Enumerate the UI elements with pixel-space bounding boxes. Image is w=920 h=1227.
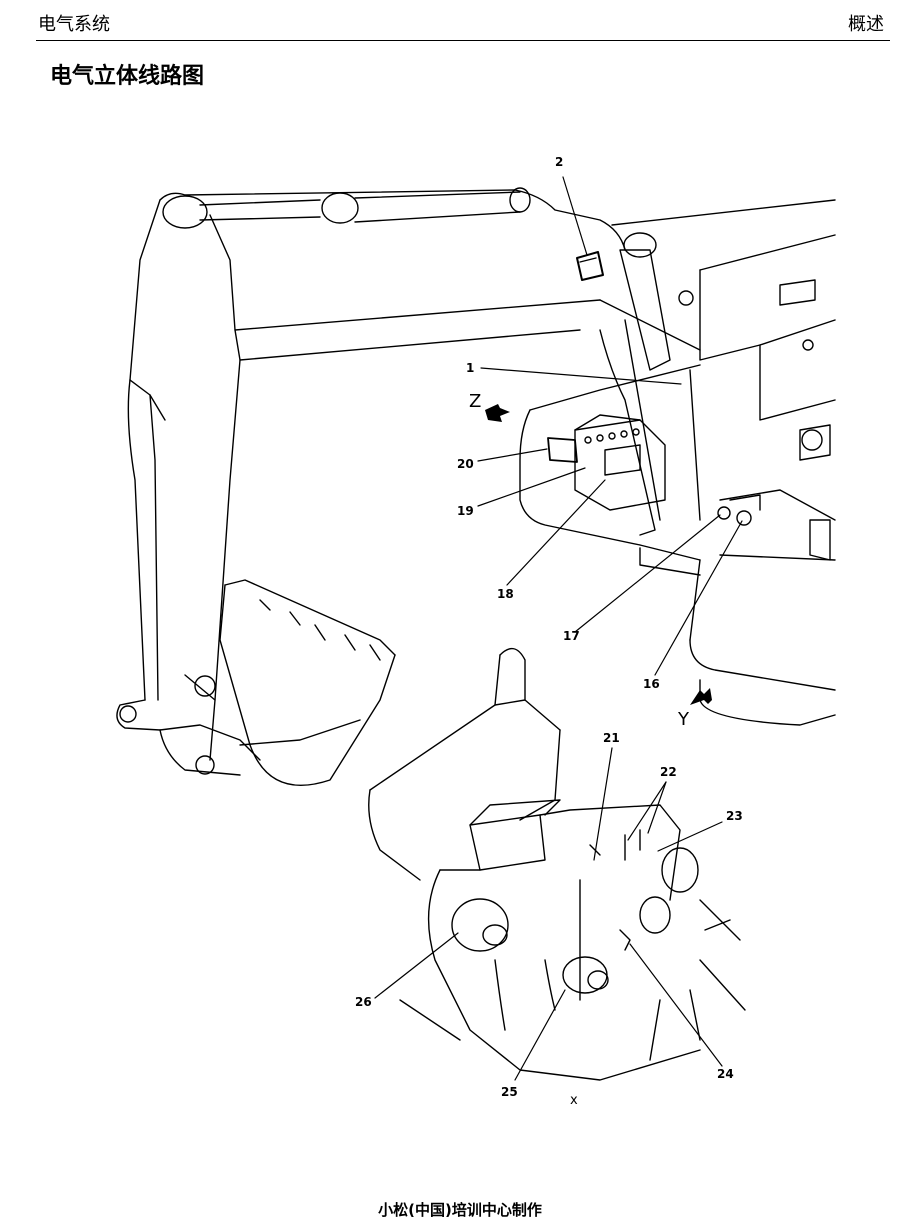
boom-cylinder [162, 187, 531, 229]
section-title: 电气系统 [38, 14, 110, 35]
callout-22: 22 [660, 765, 677, 779]
boom-light-component [576, 251, 604, 281]
view-label-x: x [570, 1093, 578, 1108]
view-label-z: Z [469, 391, 481, 412]
chapter-title: 概述 [848, 14, 884, 35]
engine-assembly [368, 647, 746, 1081]
view-label-y: Y [677, 709, 690, 730]
callout-20: 20 [457, 457, 474, 471]
revolving-frame-outline [519, 199, 836, 726]
callout-1: 1 [466, 361, 474, 375]
callout-23: 23 [726, 809, 743, 823]
callout-24: 24 [717, 1067, 734, 1081]
callout-16: 16 [643, 677, 660, 691]
sensor-16-17 [717, 494, 761, 526]
callout-25: 25 [501, 1085, 518, 1099]
callout-18: 18 [497, 587, 514, 601]
arm-and-bucket [116, 579, 396, 787]
page-footer: 小松(中国)培训中心制作 [378, 1201, 542, 1219]
arm-cylinders [599, 232, 701, 536]
leader-lines [374, 176, 743, 1081]
header-rule [36, 40, 890, 41]
callout-26: 26 [355, 995, 372, 1009]
view-arrow-y [690, 688, 712, 705]
callout-19: 19 [457, 504, 474, 518]
callout-17: 17 [563, 629, 580, 643]
callout-21: 21 [603, 731, 620, 745]
callout-2: 2 [555, 155, 563, 169]
view-arrow-z [485, 404, 510, 422]
page-title: 电气立体线路图 [50, 64, 205, 89]
boom-outline [127, 189, 701, 701]
control-valve-block [547, 414, 666, 511]
right-side-components [678, 279, 831, 561]
